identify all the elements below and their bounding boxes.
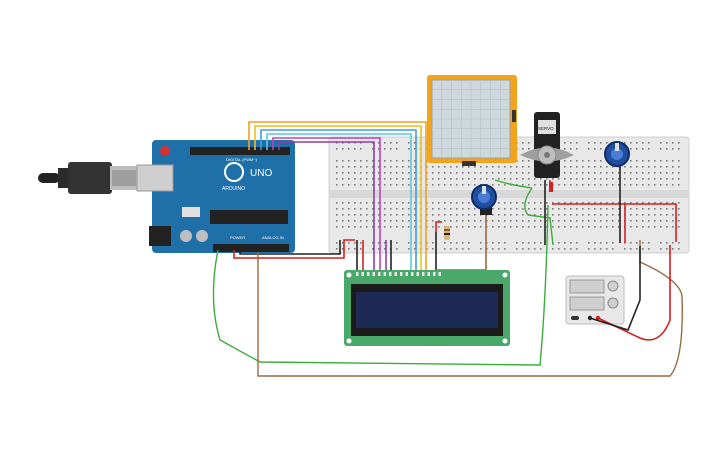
potentiometer-2[interactable]	[604, 141, 630, 167]
loop-wires	[212, 179, 683, 377]
supply-wires	[589, 245, 671, 341]
usb-port	[136, 164, 174, 192]
arduino-board[interactable]: UNO ARDUINO DIGITAL (PWM~) POWER ANALOG …	[136, 140, 295, 253]
power-jack	[149, 226, 171, 246]
resistor	[444, 226, 450, 240]
arduino-model-label: UNO	[250, 168, 272, 179]
atmega-chip	[210, 210, 288, 224]
arduino-logo-icon	[224, 162, 244, 182]
digital-header	[190, 147, 290, 155]
analog-label: ANALOG IN	[262, 235, 284, 240]
usb-cable	[38, 162, 138, 194]
reset-button[interactable]	[160, 146, 170, 156]
lcd-module[interactable]	[344, 270, 510, 346]
servo-label: SERVO	[538, 126, 554, 131]
lcd-data-wires	[248, 121, 427, 270]
servo-motor[interactable]: SERVO	[520, 112, 574, 178]
power-label: POWER	[230, 235, 245, 240]
power-supply[interactable]	[565, 275, 625, 325]
lcd-pin-header	[356, 272, 441, 276]
lcd-screen	[356, 292, 498, 328]
indicator-led	[549, 182, 553, 192]
servo-wires	[544, 165, 677, 245]
arduino-brand-label: ARDUINO	[222, 186, 245, 192]
touch-panel[interactable]	[427, 75, 517, 166]
digital-header-label: DIGITAL (PWM~)	[226, 157, 258, 162]
power-analog-header	[213, 244, 289, 252]
potentiometer-1[interactable]	[471, 184, 497, 215]
touch-panel-grid	[432, 80, 510, 158]
